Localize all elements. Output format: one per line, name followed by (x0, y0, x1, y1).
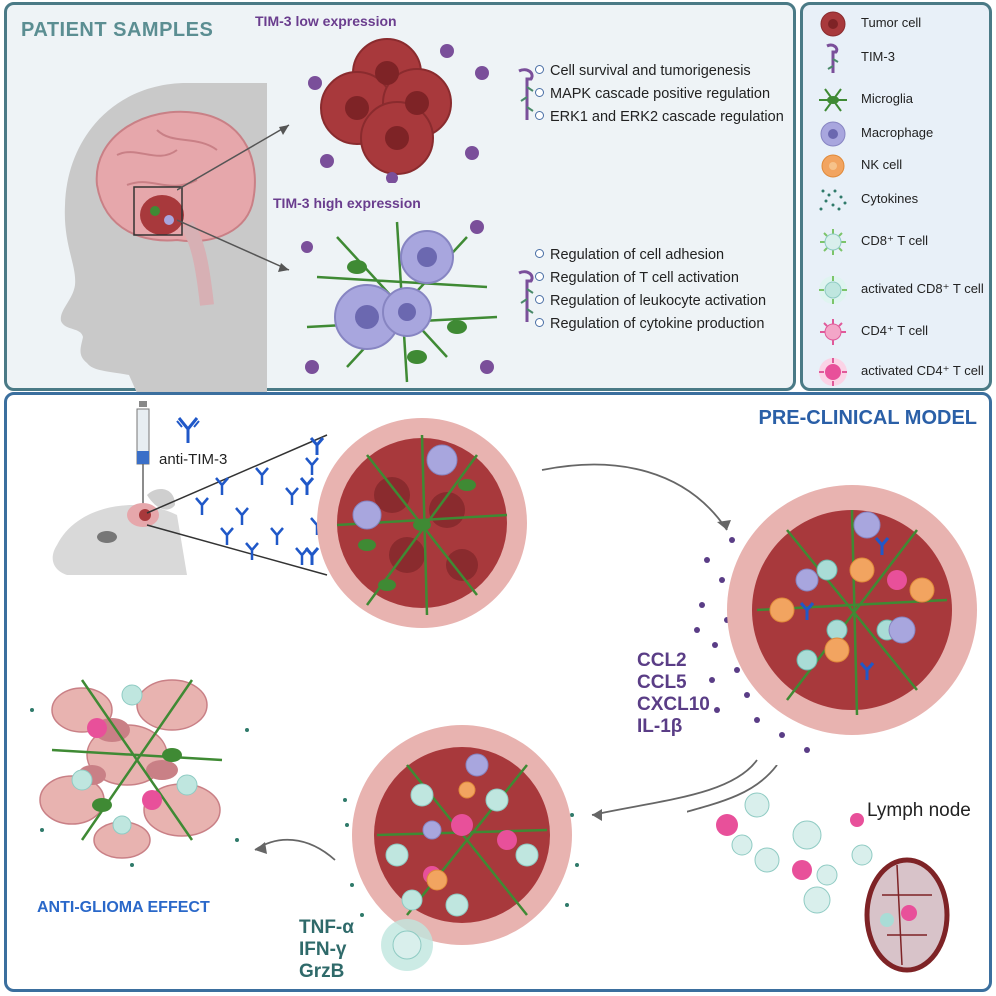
tim3-icon (518, 68, 534, 120)
tim3-icon (518, 270, 534, 322)
microglia-macrophage-cluster-high (301, 220, 498, 383)
legend-item-tumor-cell: Tumor cell (811, 9, 991, 39)
cytokines-icon (819, 189, 847, 211)
microglia-icon (819, 88, 847, 112)
lymph-node-label: Lymph node (867, 800, 971, 821)
antibody-icon (176, 417, 200, 443)
legend-item-tim3: TIM-3 (811, 43, 991, 73)
cytokine-grzb: GrzB (299, 961, 345, 982)
high-term-1: Regulation of cell adhesion (535, 247, 724, 263)
sample-arrows (177, 124, 290, 272)
high-term-4: Regulation of cytokine production (535, 316, 764, 332)
cytokine-tnfa: TNF-α (299, 917, 354, 938)
legend-item-cd4-t-cell: CD4⁺ T cell (811, 317, 991, 347)
activated-cd4-t-cell-icon (819, 358, 847, 386)
lymph-node-activation (687, 765, 950, 973)
tim3-high-label: TIM-3 high expression (273, 195, 421, 211)
tumor-mass-destroyed (30, 679, 249, 867)
syringe-icon (136, 401, 150, 509)
tumor-mass-infiltrated (694, 485, 977, 753)
legend-item-macrophage: Macrophage (811, 119, 991, 149)
zoom-lines (146, 434, 328, 576)
activated-cd8-t-cell-icon (819, 276, 847, 304)
legend-item-cytokines: Cytokines (811, 185, 991, 215)
head-silhouette-icon (60, 83, 268, 393)
tim3-icon (826, 43, 839, 73)
cytokine-cxcl10: CXCL10 (637, 694, 710, 715)
flow-arrow-1 (541, 463, 731, 531)
tim3-low-label: TIM-3 low expression (255, 13, 397, 29)
nk-cell-icon (821, 154, 845, 178)
cytokine-ccl2: CCL2 (637, 650, 687, 671)
legend-panel: Tumor cell TIM-3 Microglia Macrophage NK… (800, 2, 992, 391)
tumor-cell-icon (820, 11, 846, 37)
tumor-cell-cluster-low (308, 38, 489, 183)
cytokines-in-list: CCL2 CCL5 CXCL10 IL-1β (637, 650, 710, 738)
pre-clinical-title: PRE-CLINICAL MODEL (758, 407, 977, 429)
tumor-mass-treated (299, 418, 527, 628)
pre-clinical-model-panel: PRE-CLINICAL MODEL anti-TIM-3 (4, 392, 992, 992)
cd4-t-cell-icon (820, 319, 846, 345)
legend-item-microglia: Microglia (811, 85, 991, 115)
macrophage-icon (820, 121, 846, 147)
flow-arrow-3 (254, 838, 336, 861)
anti-glioma-effect-label: ANTI-GLIOMA EFFECT (37, 899, 210, 916)
anti-tim3-label: anti-TIM-3 (159, 451, 228, 468)
patient-samples-title: PATIENT SAMPLES (21, 19, 214, 41)
legend-item-nk-cell: NK cell (811, 151, 991, 181)
legend-item-activated-cd4-t-cell: activated CD4⁺ T cell (811, 357, 991, 387)
legend-item-cd8-t-cell: CD8⁺ T cell (811, 227, 991, 257)
low-term-1: Cell survival and tumorigenesis (535, 63, 751, 79)
mouse-icon (52, 489, 187, 575)
high-term-3: Regulation of leukocyte activation (535, 293, 766, 309)
legend-item-activated-cd8-t-cell: activated CD8⁺ T cell (811, 275, 991, 305)
tumor-mass-attacked (343, 725, 579, 971)
cd8-t-cell-icon (820, 229, 846, 255)
cytokines-out-list: TNF-α IFN-γ GrzB (299, 917, 354, 983)
flow-arrow-2 (591, 759, 758, 821)
high-term-2: Regulation of T cell activation (535, 270, 739, 286)
low-term-3: ERK1 and ERK2 cascade regulation (535, 109, 784, 125)
low-term-2: MAPK cascade positive regulation (535, 86, 770, 102)
patient-samples-panel: PATIENT SAMPLES TIM-3 low expression TIM… (4, 2, 796, 393)
cytokine-ifng: IFN-γ (299, 939, 347, 960)
cytokine-ccl5: CCL5 (637, 672, 687, 693)
cytokine-il1b: IL-1β (637, 716, 683, 737)
